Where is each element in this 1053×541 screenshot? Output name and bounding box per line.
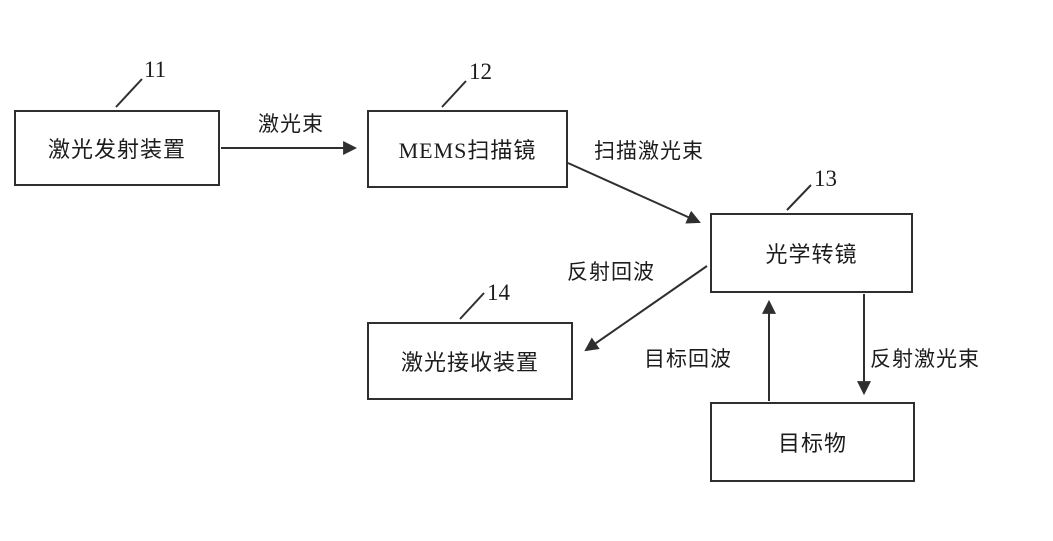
ref-tick-11: [115, 78, 143, 108]
box-mems-scan-mirror: MEMS扫描镜: [367, 110, 568, 188]
ref-tick-12: [441, 80, 467, 108]
arrow-scan-beam: [567, 162, 701, 224]
box-target-object: 目标物: [710, 402, 915, 482]
box-laser-emitter: 激光发射装置: [14, 110, 220, 186]
edge-label-laser-beam: 激光束: [258, 112, 324, 136]
ref-number-14: 14: [487, 280, 510, 305]
arrow-reflected-echo: [584, 265, 708, 352]
ref-number-11: 11: [144, 57, 167, 82]
box-laser-receiver: 激光接收装置: [367, 322, 573, 400]
edge-label-target-echo: 目标回波: [644, 347, 732, 371]
ref-number-13: 13: [814, 166, 837, 191]
ref-tick-13: [786, 184, 812, 211]
edge-label-scan-beam: 扫描激光束: [594, 139, 704, 163]
box-optical-rotating-mirror: 光学转镜: [710, 213, 913, 293]
edge-label-reflected-echo: 反射回波: [567, 260, 655, 284]
ref-tick-14: [459, 292, 485, 320]
ref-number-12: 12: [469, 59, 492, 84]
edge-label-reflected-beam: 反射激光束: [870, 347, 980, 371]
